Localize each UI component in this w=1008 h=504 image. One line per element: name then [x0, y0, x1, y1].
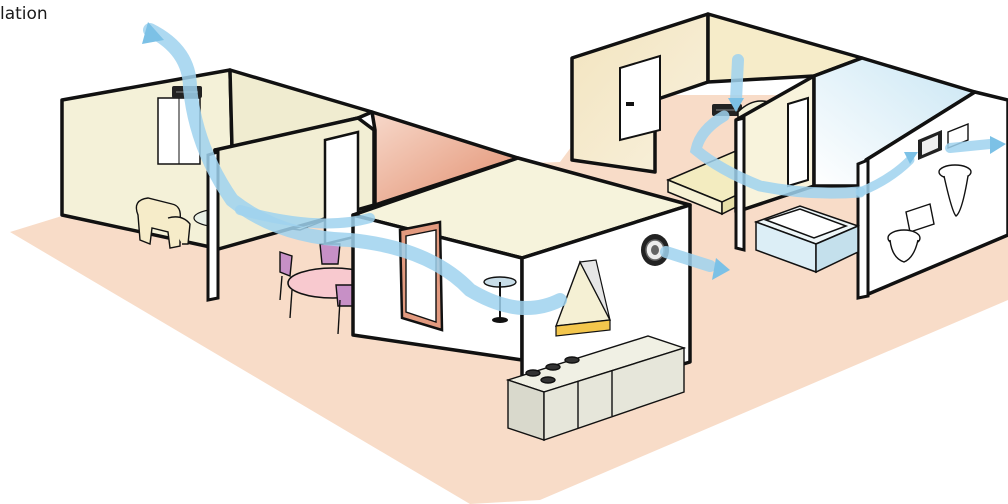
bedroom-door	[620, 56, 660, 140]
